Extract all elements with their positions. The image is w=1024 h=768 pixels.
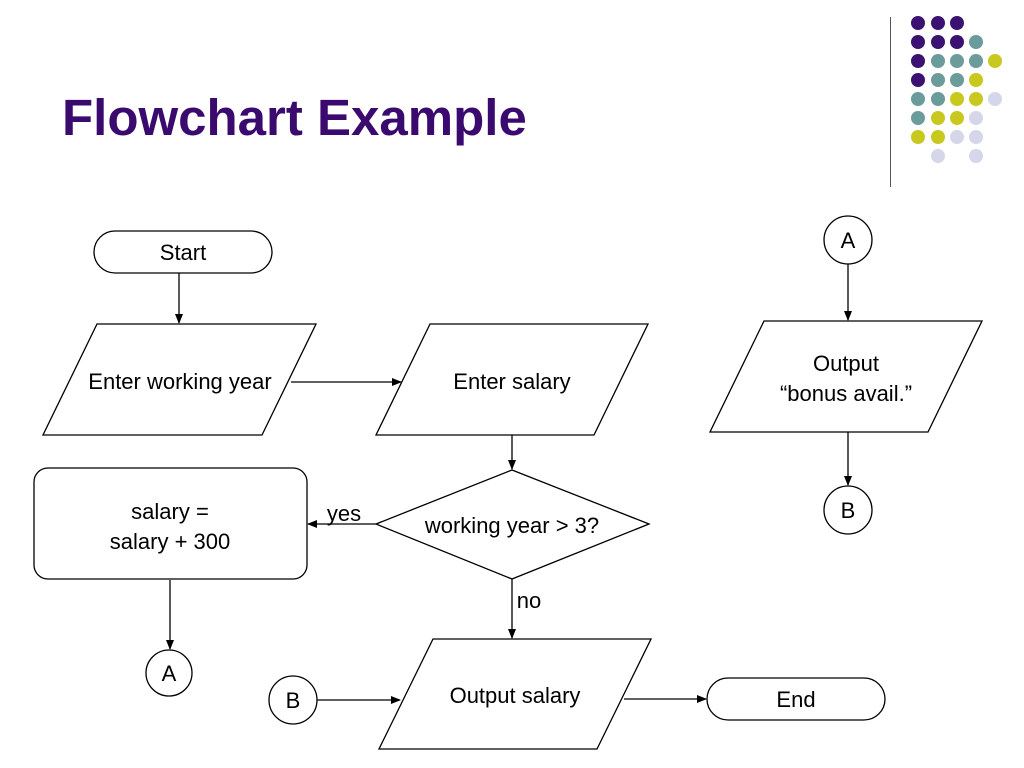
edge-label-yes: yes	[327, 501, 361, 526]
decorative-dot	[931, 73, 945, 87]
decorative-dot	[969, 73, 983, 87]
output-salary-label: Output salary	[450, 683, 581, 708]
edge-label-no: no	[517, 588, 541, 613]
connector-b-bottom-label: B	[286, 688, 301, 713]
output-salary-output: Output salary	[377, 638, 653, 750]
decorative-dot	[988, 54, 1002, 68]
decorative-dot	[911, 54, 925, 68]
connector-a-top: A	[823, 215, 873, 265]
decorative-dot	[969, 111, 983, 125]
connector-a-top-label: A	[841, 228, 856, 253]
decorative-dot	[950, 54, 964, 68]
decorative-dot	[931, 111, 945, 125]
enter-salary-input: Enter salary	[374, 323, 650, 436]
decorative-dot	[931, 35, 945, 49]
decorative-dot	[969, 130, 983, 144]
decorative-dot	[911, 92, 925, 106]
connector-b-right: B	[823, 485, 873, 535]
decision-diamond: working year > 3?	[374, 469, 651, 580]
salary-increase-process: salary = salary + 300	[33, 467, 308, 580]
decorative-dot	[911, 16, 925, 30]
decorative-dot	[969, 35, 983, 49]
output-bonus-line1: Output	[813, 351, 879, 376]
decorative-dot	[969, 54, 983, 68]
decorative-dot	[950, 111, 964, 125]
decorative-dot-grid	[911, 16, 1002, 163]
decorative-dot	[950, 130, 964, 144]
decorative-dot	[931, 130, 945, 144]
salary-process-line2: salary + 300	[110, 529, 230, 554]
decorative-dot	[911, 73, 925, 87]
output-bonus-line2: “bonus avail.”	[780, 381, 912, 406]
start-label: Start	[160, 240, 206, 265]
decorative-dot	[911, 111, 925, 125]
salary-process-line1: salary =	[131, 499, 209, 524]
decorative-dot	[931, 54, 945, 68]
end-terminator: End	[706, 677, 886, 721]
connector-a-bottom-label: A	[162, 661, 177, 686]
decorative-dot	[969, 149, 983, 163]
enter-salary-label: Enter salary	[453, 369, 570, 394]
title-divider	[890, 17, 891, 187]
decorative-dot	[931, 16, 945, 30]
connector-b-bottom: B	[268, 675, 318, 725]
decorative-dot	[911, 35, 925, 49]
connector-b-right-label: B	[841, 498, 856, 523]
decorative-dot	[950, 16, 964, 30]
decorative-dot	[950, 92, 964, 106]
end-label: End	[776, 687, 815, 712]
decorative-dot	[969, 92, 983, 106]
start-terminator: Start	[93, 230, 273, 274]
slide-title: Flowchart Example	[62, 89, 527, 146]
decision-label: working year > 3?	[424, 513, 599, 538]
decorative-dot	[950, 35, 964, 49]
output-bonus-output: Output “bonus avail.”	[708, 320, 984, 433]
decorative-dot	[950, 73, 964, 87]
decorative-dot	[988, 92, 1002, 106]
enter-working-year-label: Enter working year	[88, 369, 271, 394]
decorative-dot	[911, 130, 925, 144]
enter-working-year-input: Enter working year	[41, 323, 318, 436]
decorative-dot	[931, 92, 945, 106]
decorative-dot	[931, 149, 945, 163]
connector-a-bottom: A	[145, 649, 193, 697]
